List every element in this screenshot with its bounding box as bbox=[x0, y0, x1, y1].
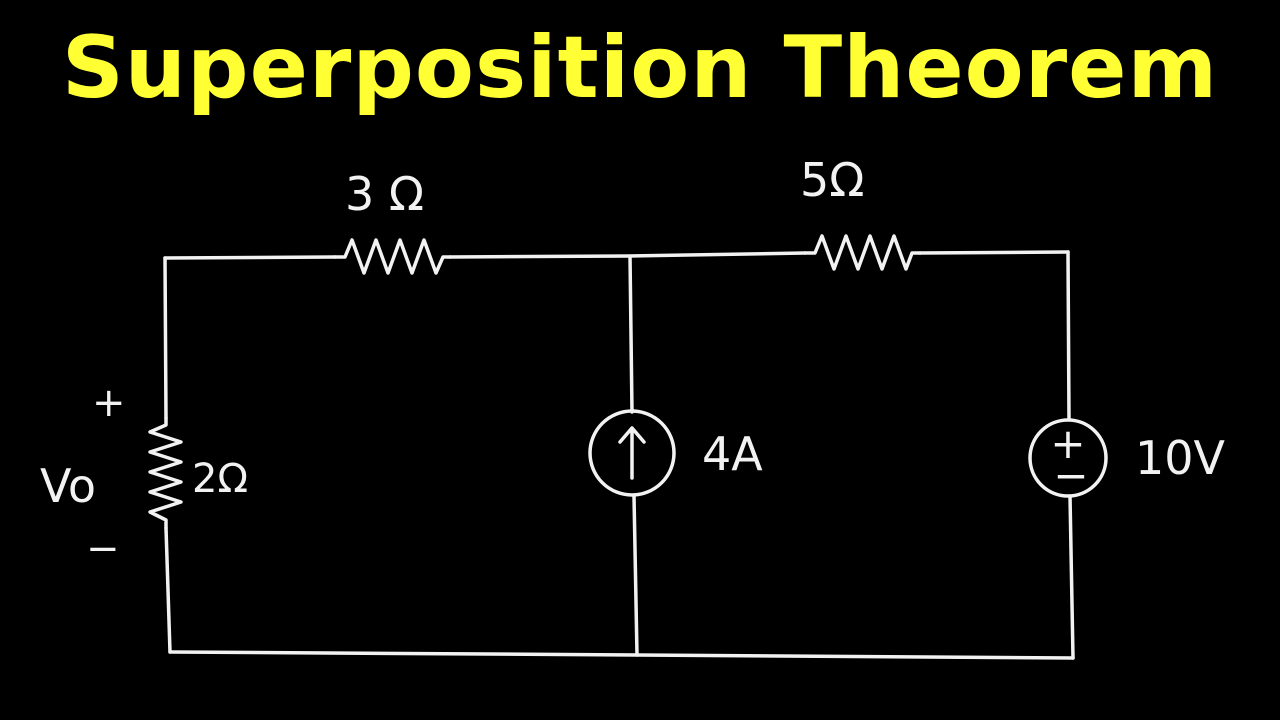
output-minus-sign: − bbox=[86, 526, 120, 572]
wire-right-lower bbox=[1068, 494, 1075, 660]
resistor-3-ohm bbox=[333, 238, 452, 275]
wire-bottom bbox=[168, 650, 1075, 660]
current-source-arrow-icon bbox=[618, 426, 646, 480]
voltage-source-plus: + bbox=[1050, 419, 1085, 468]
current-source-circle bbox=[588, 409, 676, 497]
wire-left-lower bbox=[164, 526, 172, 654]
wire-top-left bbox=[163, 255, 337, 260]
wire-right-upper bbox=[1066, 250, 1071, 420]
page-title: Superposition Theorem bbox=[61, 18, 1219, 118]
resistor-5-ohm bbox=[803, 234, 922, 271]
wire-top-right bbox=[918, 250, 1070, 255]
resistor-2-ohm bbox=[148, 416, 183, 530]
wire-middle-upper bbox=[628, 254, 634, 414]
wire-top-middle bbox=[448, 251, 807, 259]
output-plus-sign: + bbox=[92, 380, 126, 426]
voltage-source-circle bbox=[1028, 418, 1108, 498]
resistor-5-ohm-label: 5Ω bbox=[800, 153, 864, 207]
wire-left-upper bbox=[163, 256, 168, 420]
wire-middle-lower bbox=[632, 494, 639, 657]
voltage-source-minus: − bbox=[1053, 451, 1088, 500]
resistor-3-ohm-label: 3 Ω bbox=[345, 167, 424, 221]
resistor-2-ohm-label: 2Ω bbox=[192, 456, 248, 502]
output-voltage-label: Vo bbox=[40, 459, 96, 513]
current-source-label: 4A bbox=[702, 427, 763, 481]
voltage-source-label: 10V bbox=[1135, 431, 1226, 485]
